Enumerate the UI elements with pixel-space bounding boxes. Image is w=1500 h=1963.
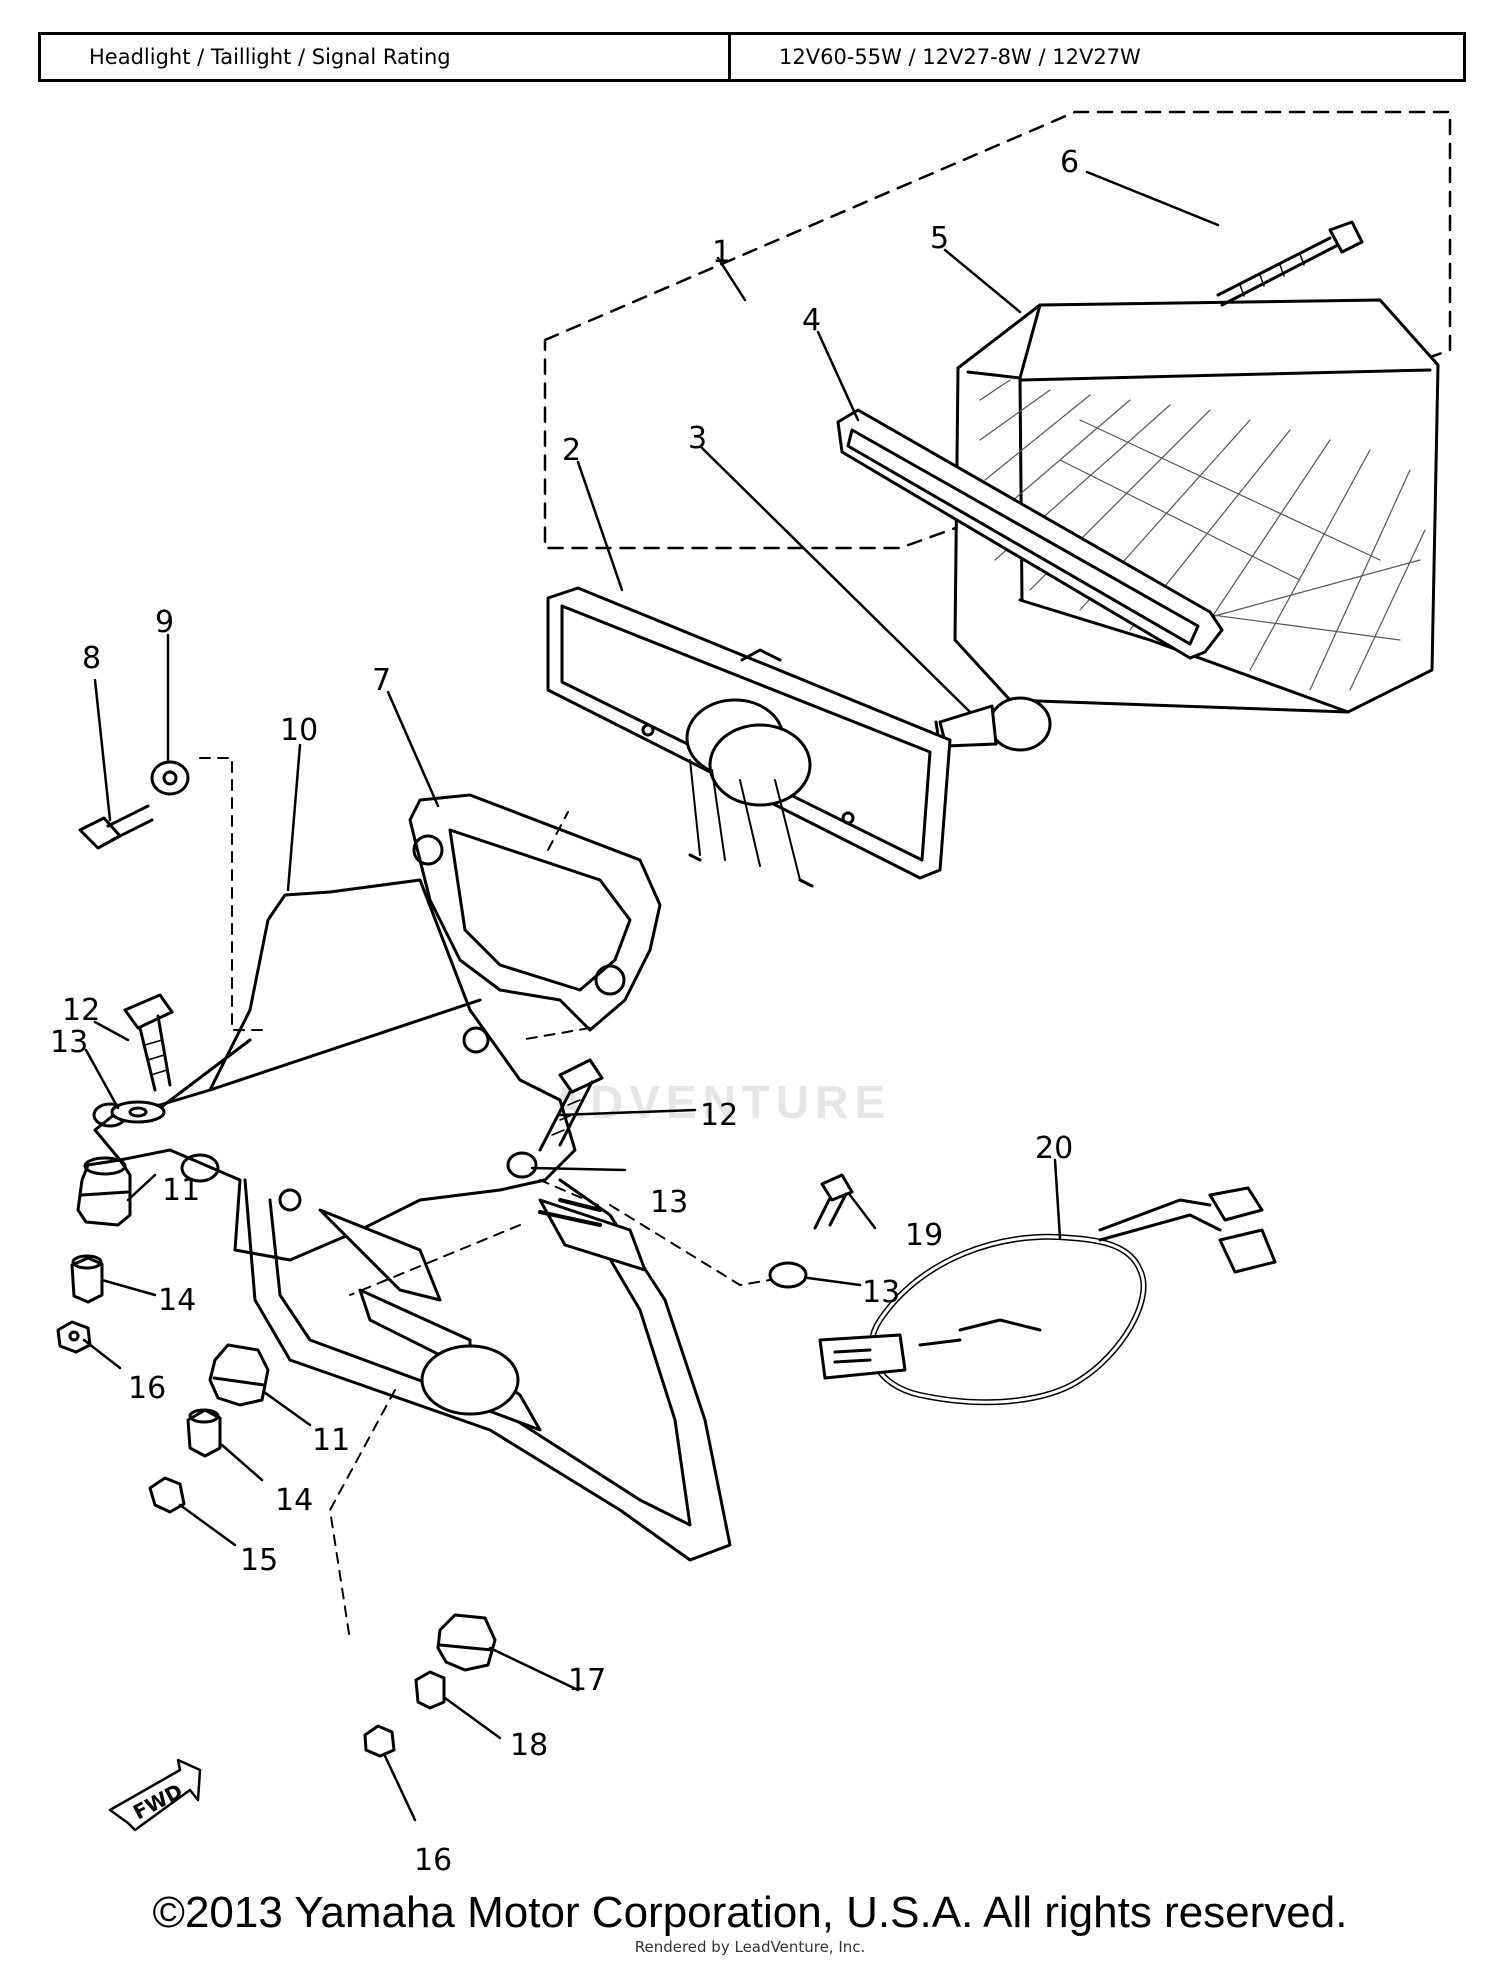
callout-6: 6 xyxy=(1060,145,1079,180)
callout-13-left: 13 xyxy=(50,1025,88,1060)
callout-17: 17 xyxy=(568,1663,606,1698)
callout-8: 8 xyxy=(82,641,101,676)
part-washer-13-mid xyxy=(506,1151,538,1179)
part-bolt-19 xyxy=(813,1173,854,1230)
assembly-outline xyxy=(543,110,1452,550)
part-license-bracket xyxy=(92,878,732,1562)
callout-7: 7 xyxy=(372,663,391,698)
callout-12-right: 12 xyxy=(700,1098,738,1133)
part-washer-9 xyxy=(150,760,190,796)
spec-value: 12V60-55W / 12V27-8W / 12V27W xyxy=(779,45,1141,69)
callout-14-top: 14 xyxy=(158,1283,196,1318)
part-grommet-11-lower xyxy=(208,1343,270,1407)
callout-13-right: 13 xyxy=(862,1275,900,1310)
spec-label: Headlight / Taillight / Signal Rating xyxy=(41,35,731,79)
leader-lines xyxy=(82,170,1220,1822)
callout-18: 18 xyxy=(510,1728,548,1763)
part-lens xyxy=(953,298,1440,714)
spec-table: Headlight / Taillight / Signal Rating 12… xyxy=(38,32,1466,82)
callout-16-top: 16 xyxy=(128,1371,166,1406)
alignment-lines xyxy=(199,757,771,1641)
part-bolt-12-left xyxy=(123,993,174,1092)
part-nut-16-bottom xyxy=(363,1724,396,1758)
callout-15: 15 xyxy=(240,1543,278,1578)
callout-10: 10 xyxy=(280,713,318,748)
callout-4: 4 xyxy=(802,303,821,338)
part-washer-13-right xyxy=(768,1261,808,1289)
part-grommet-11-top xyxy=(76,1156,132,1227)
callout-14-lower: 14 xyxy=(275,1483,313,1518)
part-bulb xyxy=(934,696,1052,752)
part-screw-long xyxy=(1216,220,1364,307)
callout-13-mid: 13 xyxy=(650,1185,688,1220)
callout-5: 5 xyxy=(930,221,949,256)
part-housing-base xyxy=(546,586,952,888)
part-collar-18 xyxy=(414,1670,446,1710)
callout-11-top: 11 xyxy=(162,1173,200,1208)
callout-3: 3 xyxy=(688,421,707,456)
part-bolt-8 xyxy=(78,804,154,850)
callout-11-lower: 11 xyxy=(312,1423,350,1458)
part-collar-14-lower xyxy=(186,1408,222,1458)
callout-1: 1 xyxy=(712,235,731,270)
callout-19: 19 xyxy=(905,1218,943,1253)
callout-2: 2 xyxy=(562,433,581,468)
part-nut-16-top xyxy=(56,1320,92,1354)
part-nut-15 xyxy=(148,1476,186,1514)
fwd-arrow-icon xyxy=(108,1758,202,1832)
part-bracket xyxy=(408,793,662,1032)
part-grommet-17 xyxy=(436,1613,497,1672)
callout-9: 9 xyxy=(155,605,174,640)
part-gasket xyxy=(836,408,1224,660)
copyright-notice: ©2013 Yamaha Motor Corporation, U.S.A. A… xyxy=(152,1888,1348,1937)
callout-16-bottom: 16 xyxy=(414,1843,452,1878)
rendered-by: Rendered by LeadVenture, Inc. xyxy=(634,1938,866,1956)
part-washer-13-left xyxy=(110,1100,166,1124)
callout-12-left: 12 xyxy=(62,993,100,1028)
part-wire-harness xyxy=(818,1186,1277,1406)
part-collar-14-top xyxy=(70,1254,104,1304)
callout-20: 20 xyxy=(1035,1131,1073,1166)
